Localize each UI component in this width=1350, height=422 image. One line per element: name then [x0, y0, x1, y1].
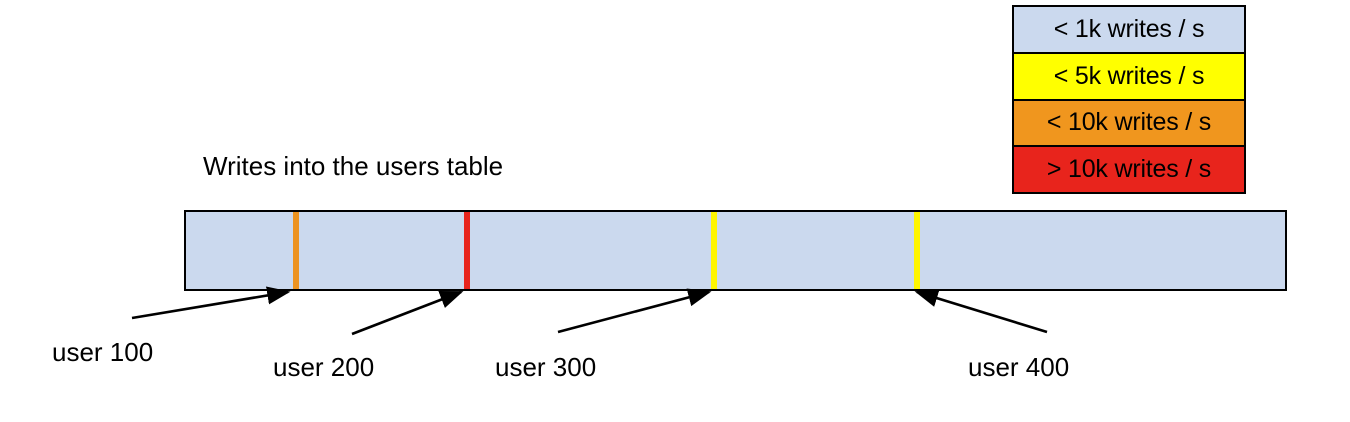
callout-label-user-400: user 400 — [968, 352, 1070, 382]
legend-row-over-10k: > 10k writes / s — [1014, 147, 1244, 192]
legend-row-under-10k: < 10k writes / s — [1014, 100, 1244, 148]
legend-label-under-10k: < 10k writes / s — [1046, 108, 1212, 137]
callout-arrow-3 — [557, 288, 712, 334]
legend-row-under-5k: < 5k writes / s — [1014, 53, 1244, 101]
users-table-bar — [184, 210, 1287, 291]
legend-label-under-5k: < 5k writes / s — [1053, 61, 1205, 90]
callout-label-user-300: user 300 — [495, 352, 597, 382]
stripe-user-100 — [293, 212, 299, 289]
callout-label-user-100: user 100 — [52, 337, 154, 367]
stripe-user-200 — [464, 212, 470, 289]
legend-label-under-1k: < 1k writes / s — [1053, 14, 1205, 43]
callout-arrow-2 — [351, 290, 464, 336]
callout-arrow-4 — [914, 289, 1048, 334]
chart-title: Writes into the users table — [203, 151, 504, 181]
callout-label-user-200: user 200 — [273, 352, 375, 382]
legend-row-under-1k: < 1k writes / s — [1014, 7, 1244, 54]
stripe-user-400 — [914, 212, 920, 289]
legend-label-over-10k: > 10k writes / s — [1046, 155, 1212, 184]
write-rate-legend: < 1k writes / s < 5k writes / s < 10k wr… — [1012, 5, 1246, 194]
stripe-user-300 — [711, 212, 717, 289]
callout-arrow-1 — [131, 286, 291, 320]
